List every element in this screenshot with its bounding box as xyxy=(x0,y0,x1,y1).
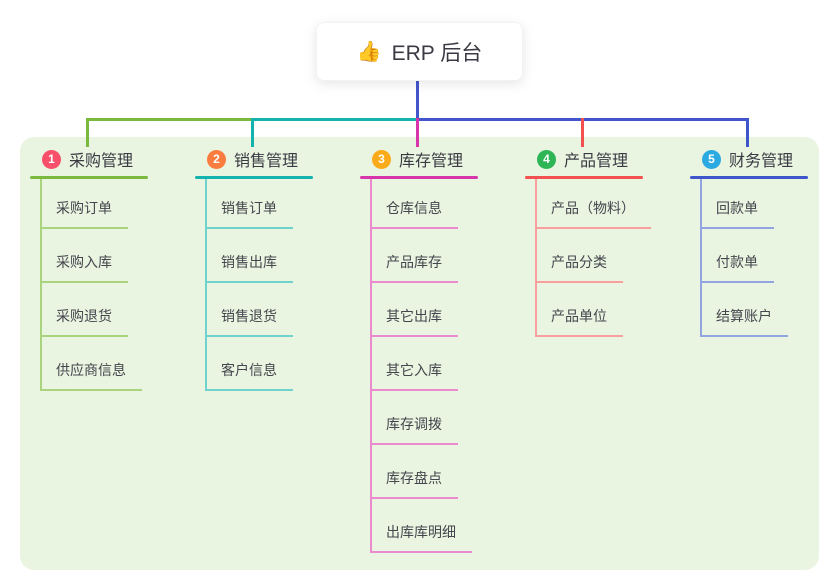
child-node[interactable]: 采购退货 xyxy=(40,306,128,337)
branch-title-node-5[interactable]: 5 财务管理 xyxy=(690,148,839,170)
branch-child-connector xyxy=(535,179,537,337)
child-row: 仓库信息 xyxy=(360,179,525,229)
branch-title-label: 库存管理 xyxy=(399,153,464,170)
branch-children: 销售订单销售出库销售退货客户信息 xyxy=(195,179,360,391)
child-node[interactable]: 采购入库 xyxy=(40,252,128,283)
child-row: 结算账户 xyxy=(690,283,839,337)
branch-drop-line xyxy=(746,118,749,147)
child-row: 库存盘点 xyxy=(360,445,525,499)
child-row: 销售订单 xyxy=(195,179,360,229)
child-node[interactable]: 回款单 xyxy=(700,198,774,229)
branch-title-underline xyxy=(195,176,313,179)
child-node[interactable]: 采购订单 xyxy=(40,198,128,229)
branch-number-badge: 5 xyxy=(702,149,721,169)
child-node[interactable]: 产品（物料） xyxy=(535,198,651,229)
child-row: 采购订单 xyxy=(30,179,195,229)
child-row: 产品（物料） xyxy=(525,179,690,229)
child-row: 产品单位 xyxy=(525,283,690,337)
child-row: 库存调拨 xyxy=(360,391,525,445)
branch-title-node-2[interactable]: 2 销售管理 xyxy=(195,148,360,170)
child-node[interactable]: 出库库明细 xyxy=(370,522,472,553)
child-node[interactable]: 其它出库 xyxy=(370,306,458,337)
branch-number-badge: 1 xyxy=(42,149,61,169)
branch-children: 回款单付款单结算账户 xyxy=(690,179,839,337)
branch-title-node-3[interactable]: 3 库存管理 xyxy=(360,148,525,170)
child-node[interactable]: 产品分类 xyxy=(535,252,623,283)
branch-child-connector xyxy=(40,179,42,391)
thumbs-up-icon: 👍 xyxy=(356,40,382,63)
root-node-erp[interactable]: 👍 ERP 后台 xyxy=(316,22,523,81)
branch-column: 1 采购管理 采购订单采购入库采购退货供应商信息 xyxy=(30,148,195,391)
child-node[interactable]: 销售出库 xyxy=(205,252,293,283)
branch-title-label: 采购管理 xyxy=(69,153,134,170)
child-row: 销售出库 xyxy=(195,229,360,283)
branch-child-connector xyxy=(700,179,702,337)
root-node-label: ERP 后台 xyxy=(391,41,483,65)
branch-column: 3 库存管理 仓库信息产品库存其它出库其它入库库存调拨库存盘点出库库明细 xyxy=(360,148,525,553)
branch-child-connector xyxy=(205,179,207,391)
child-node[interactable]: 客户信息 xyxy=(205,360,293,391)
child-node[interactable]: 仓库信息 xyxy=(370,198,458,229)
child-row: 出库库明细 xyxy=(360,499,525,553)
child-row: 采购退货 xyxy=(30,283,195,337)
branch-column: 4 产品管理 产品（物料） 产品分类产品单位 xyxy=(525,148,690,337)
branch-title-label: 产品管理 xyxy=(564,153,629,170)
child-node[interactable]: 供应商信息 xyxy=(40,360,142,391)
branch-drop-line xyxy=(251,118,254,147)
child-node[interactable]: 付款单 xyxy=(700,252,774,283)
branch-number-badge: 2 xyxy=(207,149,226,169)
bus-segment-1 xyxy=(86,118,254,121)
branch-title-node-4[interactable]: 4 产品管理 xyxy=(525,148,690,170)
branch-drop-line xyxy=(86,118,89,147)
child-row: 销售退货 xyxy=(195,283,360,337)
child-node[interactable]: 产品库存 xyxy=(370,252,458,283)
child-node[interactable]: 销售退货 xyxy=(205,306,293,337)
branch-column: 2 销售管理 销售订单销售出库销售退货客户信息 xyxy=(195,148,360,391)
branch-children: 产品（物料） 产品分类产品单位 xyxy=(525,179,690,337)
child-row: 其它出库 xyxy=(360,283,525,337)
child-row: 其它入库 xyxy=(360,337,525,391)
branch-number-badge: 4 xyxy=(537,149,556,169)
branch-title-underline xyxy=(30,176,148,179)
branch-children: 仓库信息产品库存其它出库其它入库库存调拨库存盘点出库库明细 xyxy=(360,179,525,553)
branch-column: 5 财务管理 回款单付款单结算账户 xyxy=(690,148,839,337)
branch-child-connector xyxy=(370,179,372,553)
child-row: 供应商信息 xyxy=(30,337,195,391)
child-row: 产品分类 xyxy=(525,229,690,283)
branch-title-node-1[interactable]: 1 采购管理 xyxy=(30,148,195,170)
branch-title-underline xyxy=(690,176,808,179)
branch-children: 采购订单采购入库采购退货供应商信息 xyxy=(30,179,195,391)
child-row: 产品库存 xyxy=(360,229,525,283)
child-node[interactable]: 结算账户 xyxy=(700,306,788,337)
child-node[interactable]: 其它入库 xyxy=(370,360,458,391)
branch-title-label: 销售管理 xyxy=(234,153,299,170)
branch-title-underline xyxy=(360,176,478,179)
trunk-line xyxy=(416,81,419,121)
branch-drop-line xyxy=(581,118,584,147)
branch-title-underline xyxy=(525,176,643,179)
child-row: 回款单 xyxy=(690,179,839,229)
child-row: 采购入库 xyxy=(30,229,195,283)
bus-segment-2 xyxy=(251,118,419,121)
branch-title-label: 财务管理 xyxy=(729,153,794,170)
child-row: 客户信息 xyxy=(195,337,360,391)
branch-drop-line xyxy=(416,118,419,147)
child-node[interactable]: 库存调拨 xyxy=(370,414,458,445)
child-node[interactable]: 库存盘点 xyxy=(370,468,458,499)
child-row: 付款单 xyxy=(690,229,839,283)
child-node[interactable]: 销售订单 xyxy=(205,198,293,229)
branch-number-badge: 3 xyxy=(372,149,391,169)
child-node[interactable]: 产品单位 xyxy=(535,306,623,337)
